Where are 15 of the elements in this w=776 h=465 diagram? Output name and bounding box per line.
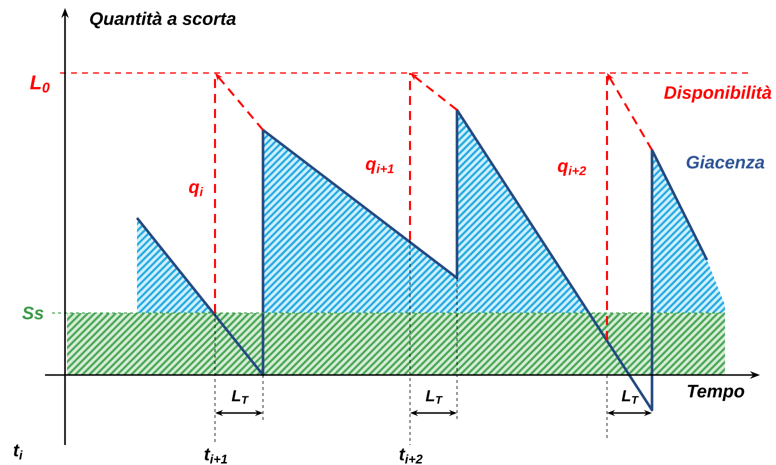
axis-title: Tempo — [688, 384, 744, 402]
curve-label: Giacenza — [686, 155, 764, 169]
quantity-label: q$_{i+1}$ — [366, 160, 394, 174]
time-label: t$_{i}$ — [14, 444, 23, 460]
level-label: Ss — [22, 306, 44, 320]
time-label: t$_{i+2}$ — [400, 448, 423, 464]
curve-label: Disponibilità — [664, 86, 772, 102]
quantity-label: q$_{i}$ — [189, 183, 204, 197]
level-label: L$_{0}$ — [30, 76, 50, 92]
time-label: t$_{i+1}$ — [204, 448, 227, 464]
lead-time-label: L$_{T}$ — [622, 390, 639, 404]
lead-time-label: L$_{T}$ — [232, 390, 249, 404]
lead-time-label: L$_{T}$ — [426, 390, 443, 404]
axis-title: Quantità a scorta — [90, 12, 236, 28]
quantity-label: q$_{i+2}$ — [558, 162, 586, 176]
